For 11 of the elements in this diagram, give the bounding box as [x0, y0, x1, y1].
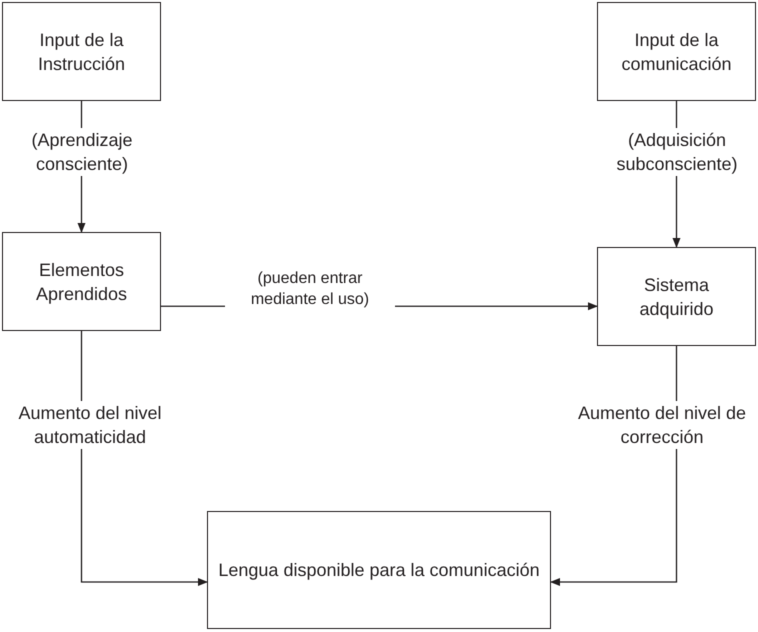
process-box — [2, 2, 161, 101]
box-text: Lengua disponible para la comunicación — [218, 559, 540, 582]
process-box — [207, 511, 551, 629]
edge-label: (pueden entrar mediante el uso) — [225, 268, 395, 310]
box-text: Sistema adquirido — [638, 274, 715, 320]
process-box — [597, 2, 756, 101]
box-text: Elementos Aprendidos — [34, 258, 128, 306]
process-box — [2, 232, 161, 331]
process-box — [597, 247, 756, 346]
box-text: Input de la comunicación — [620, 28, 733, 76]
box-text: Input de la Instrucción — [36, 28, 126, 76]
